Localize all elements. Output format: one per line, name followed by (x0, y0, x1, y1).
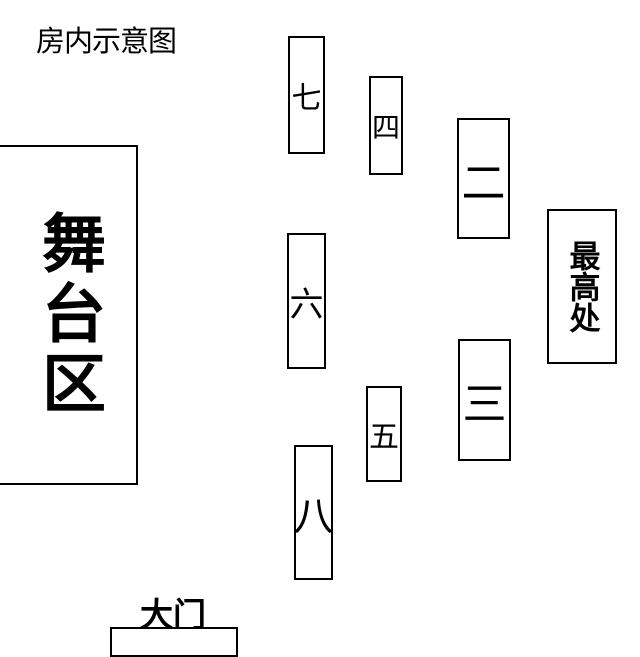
seat-three: 三 (458, 339, 511, 461)
seat-six: 六 (287, 233, 326, 369)
seat-label: 二 (461, 157, 506, 209)
seat-five: 五 (366, 386, 402, 482)
door (110, 627, 238, 657)
stage-area: 舞台区 (0, 145, 138, 485)
seat-seven: 七 (288, 36, 325, 154)
seat-label: 六 (289, 284, 324, 325)
seat-label: 八 (293, 493, 334, 540)
seat-label: 七 (291, 81, 322, 116)
stage-label: 舞台区 (31, 210, 105, 420)
seat-eight: 八 (293, 445, 334, 580)
seat-label: 五 (369, 420, 399, 455)
seat-label: 三 (462, 379, 507, 430)
highest-label: 最高处 (563, 240, 600, 333)
diagram-title: 房内示意图 (36, 24, 177, 58)
seat-label: 四 (371, 110, 400, 144)
seat-four: 四 (369, 76, 403, 175)
seat-two: 二 (457, 118, 510, 239)
highest-point: 最高处 (547, 209, 617, 364)
